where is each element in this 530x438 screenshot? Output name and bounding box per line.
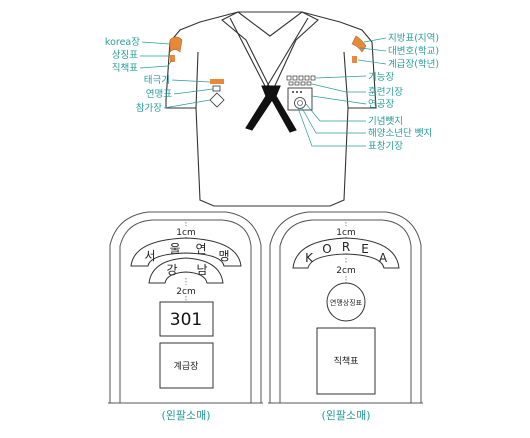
left-arc2-char-2: 남: [196, 263, 207, 277]
label-rank-grade: 계급장(학년): [388, 58, 439, 70]
label-region-mark: 지방표(지역): [388, 33, 439, 44]
pocket-pins: [292, 91, 302, 93]
right-arc-char-4: E: [361, 242, 369, 256]
left-panel-outline: [109, 211, 262, 403]
right-dim-top: 1cm: [336, 228, 355, 238]
label-symbol-mark: 상징표: [112, 50, 138, 61]
right-arc-char-2: O: [322, 242, 331, 256]
right-arc-char-3: R: [342, 240, 350, 254]
left-arc-char-2: 울: [169, 242, 180, 256]
left-arc-tab-second: [148, 257, 224, 284]
right-position-box: [316, 327, 376, 395]
label-service-badge: 연공장: [368, 99, 394, 110]
sailor-collar: [221, 11, 319, 94]
label-school-number: 대변호(학교): [388, 46, 439, 57]
left-leader-lines: [139, 41, 214, 109]
skill-badges: [286, 75, 316, 86]
right-sleeve-line: [343, 51, 349, 109]
left-arc-tab-top: [130, 237, 242, 267]
left-dim-mid: 2cm: [176, 287, 195, 297]
right-rank-patch: [352, 56, 357, 63]
commemorative-badge-inner: [297, 100, 303, 106]
left-rank-text: 계급장: [174, 360, 199, 372]
right-sleeve-panel: 1cm K O R E A 2cm 연맹상징표 직책표 (왼팔소매): [268, 211, 423, 422]
left-arc-char-4: 맹: [218, 249, 229, 263]
left-arc-char-1: 서: [144, 249, 155, 263]
right-circle-text: 연맹상징표: [330, 298, 363, 307]
right-panel-outline: [269, 211, 422, 403]
left-sleeve-line: [195, 51, 199, 109]
label-federation-mark: 연맹표: [146, 89, 172, 100]
label-taegukgi: 태극기: [144, 75, 170, 86]
left-arc2-char-1: 강: [166, 263, 177, 277]
right-caption: (왼팔소매): [321, 408, 370, 422]
taegukgi-patch: [210, 79, 224, 84]
left-arc-char-3: 연: [195, 242, 206, 256]
right-arc-char-1: K: [305, 251, 314, 265]
left-caption: (왼팔소매): [161, 408, 210, 422]
left-dim-top: 1cm: [176, 228, 195, 238]
left-number-box: [159, 301, 214, 337]
label-sea-scout-pin: 해양소년단 뺏지: [368, 127, 432, 139]
federation-mark: [212, 85, 221, 92]
neckerchief: [245, 85, 297, 133]
left-rank-box: [159, 342, 214, 389]
participation-badge: [209, 92, 225, 108]
label-commendation-badge: 표창기장: [368, 141, 403, 152]
label-participation-badge: 참가장: [136, 103, 162, 114]
left-korea-patch: [169, 36, 183, 53]
left-sleeve-panel: 1cm 서 울 연 맹 강 남 2cm 301 계급장 (왼팔소매): [108, 211, 263, 422]
right-dim-mid: 2cm: [336, 266, 355, 276]
right-panel-inner: [279, 219, 412, 403]
right-arc-char-5: A: [379, 251, 388, 265]
right-position-text: 직책표: [334, 355, 359, 367]
right-arc-tab: [292, 237, 400, 269]
label-korea-patch: korea장: [105, 37, 140, 48]
left-panel-inner: [119, 219, 252, 403]
label-commemorative-pin: 기념뺏지: [368, 116, 403, 127]
label-position-mark: 직책표: [112, 63, 138, 74]
label-training-badge: 훈련기장: [368, 86, 403, 98]
right-federation-circle: [326, 282, 366, 322]
shirt-illustration: [165, 11, 377, 207]
left-number: 301: [170, 310, 202, 330]
label-skill-badge: 기능장: [368, 72, 394, 83]
right-leader-lines: [297, 37, 387, 147]
left-symbol-patch: [170, 55, 175, 62]
